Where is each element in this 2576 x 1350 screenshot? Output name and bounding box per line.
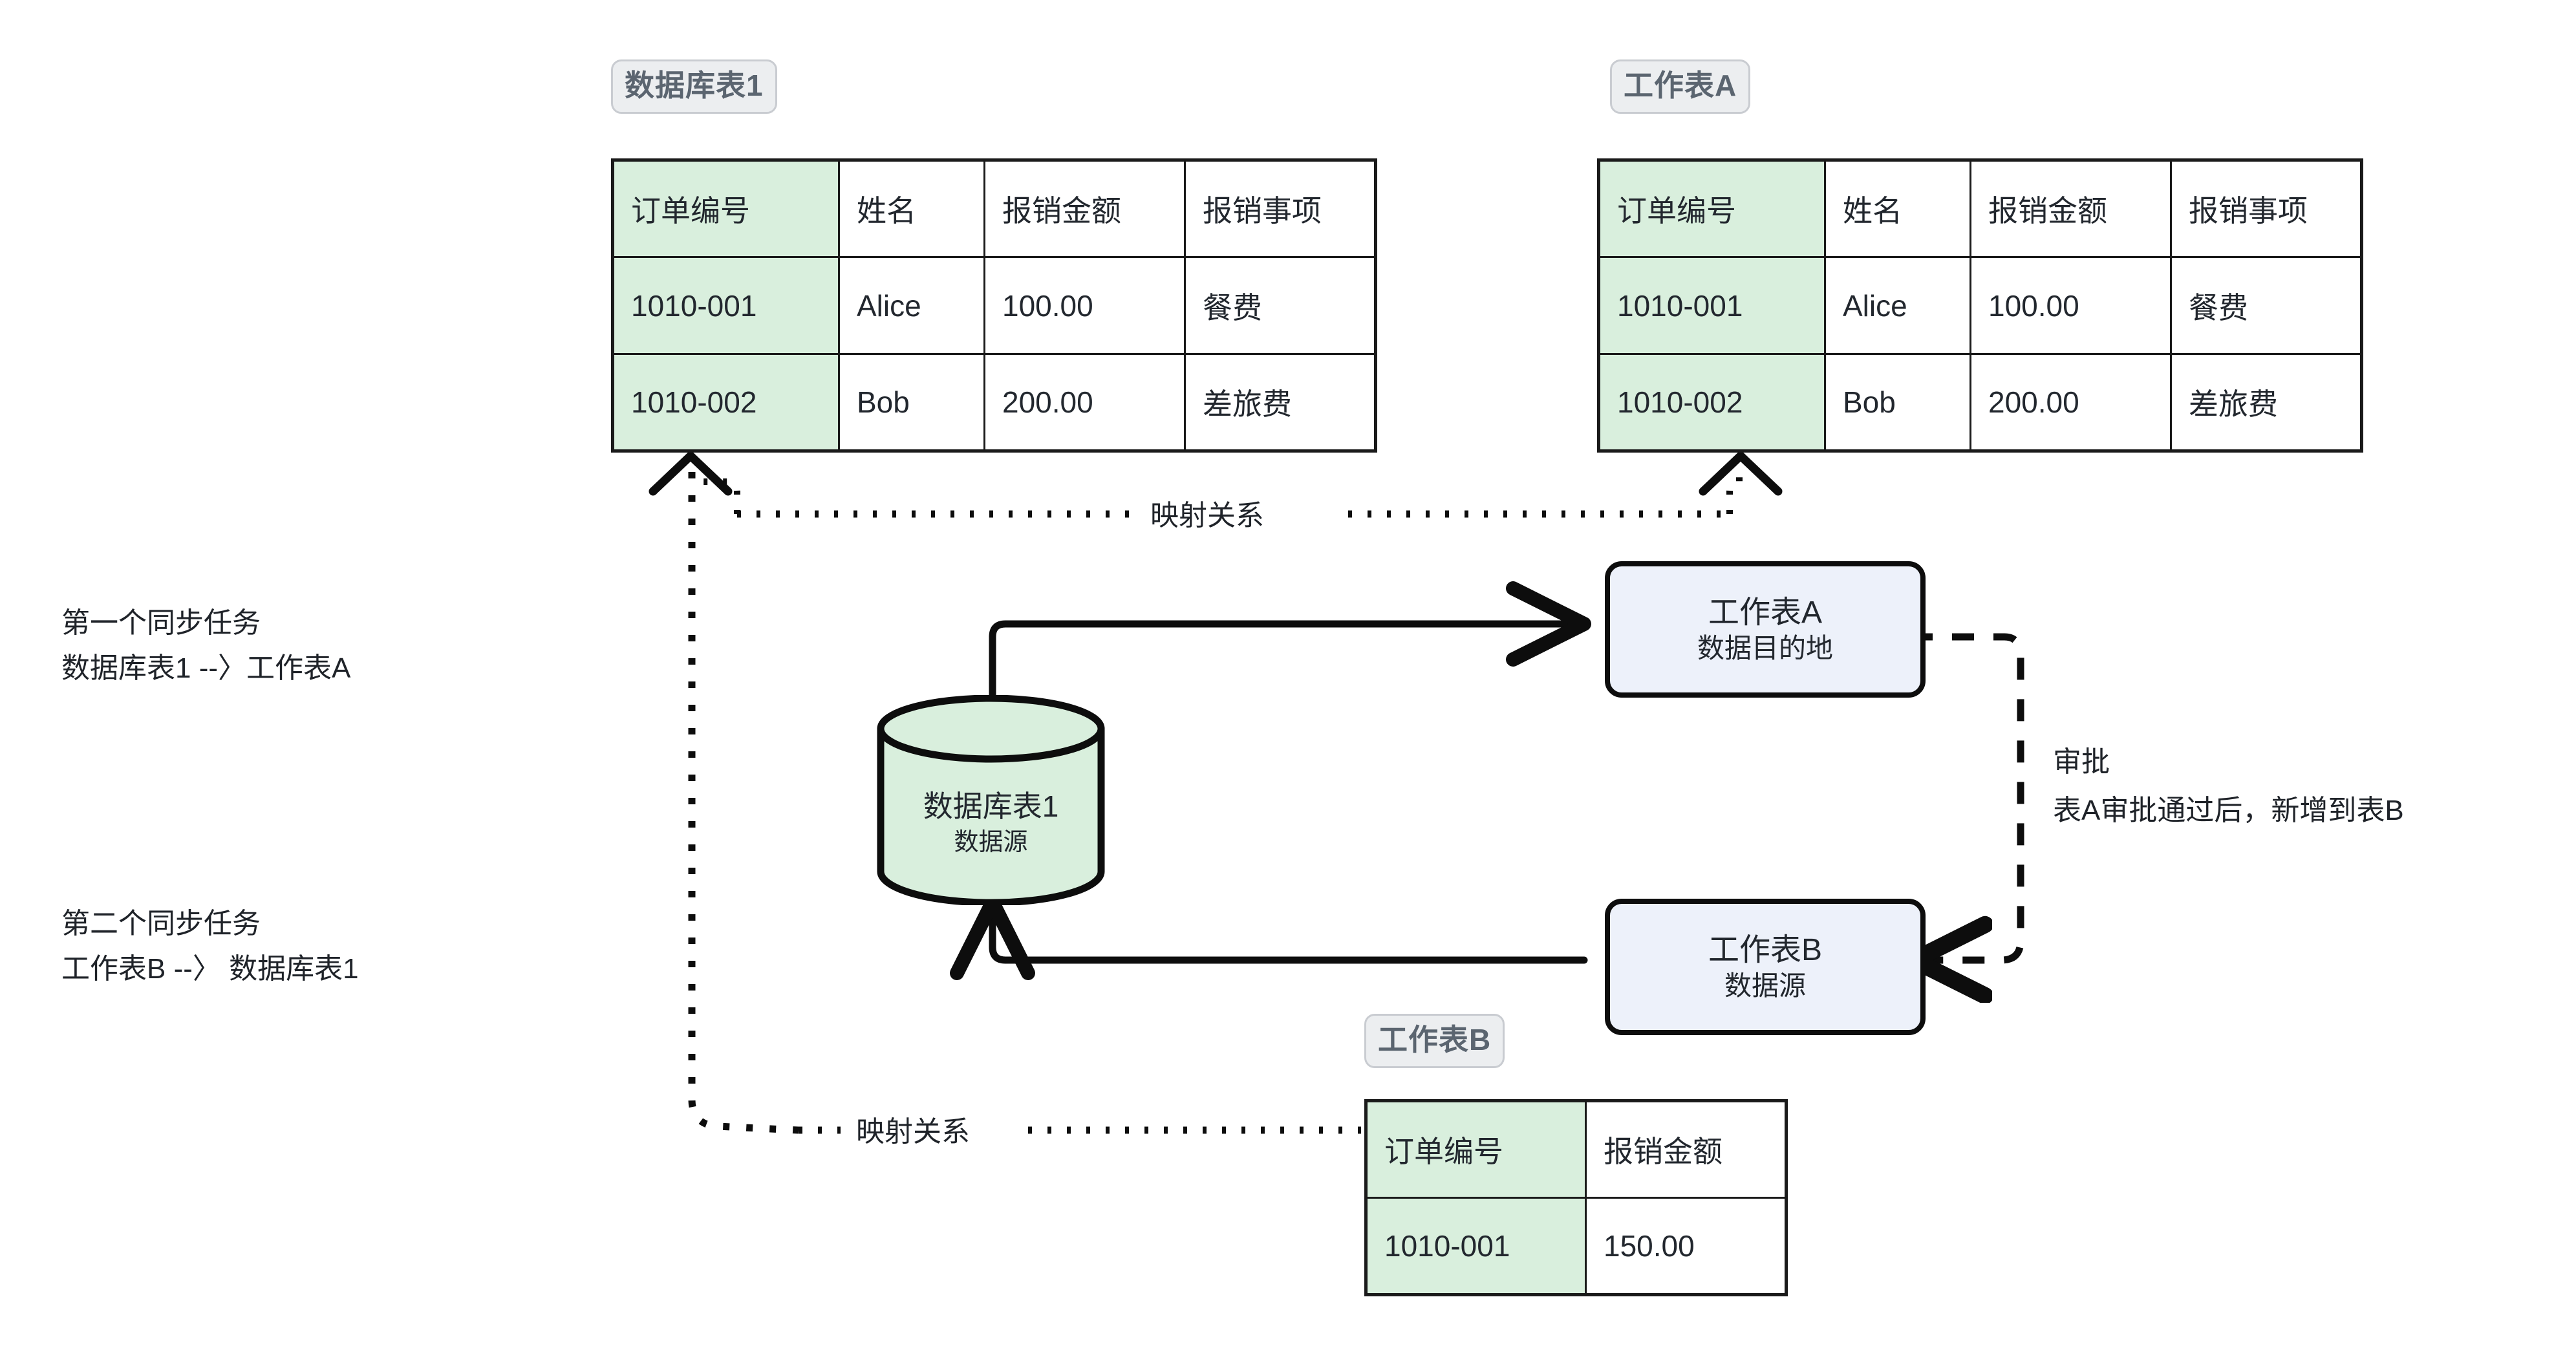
table-cell: 餐费 [1184, 256, 1377, 355]
table-cell: 1010-002 [1598, 353, 1826, 452]
table-cell: 1010-001 [612, 256, 840, 355]
table-cell: 餐费 [2170, 256, 2363, 355]
table-cell: 1010-002 [612, 353, 840, 452]
table-cell: 200.00 [1970, 353, 2172, 452]
badge-worksheet-b: 工作表B [1364, 1014, 1505, 1068]
table-cell: Bob [1824, 353, 1971, 452]
column-header: 报销金额 [1970, 159, 2172, 258]
badge-worksheet-a: 工作表A [1610, 59, 1751, 114]
column-header: 报销事项 [2170, 159, 2363, 258]
edge-mapping-top-right [1726, 469, 1743, 514]
table-header-row: 订单编号 姓名 报销金额 报销事项 [612, 159, 1377, 258]
node-title: 工作表A [1708, 595, 1823, 630]
column-header: 订单编号 [1365, 1100, 1587, 1199]
database-node-title: 数据库表1 [923, 789, 1059, 823]
annotation-approval-line1: 审批 [2053, 746, 2110, 778]
badge-db-table1: 数据库表1 [611, 59, 777, 114]
node-subtitle: 数据源 [1724, 970, 1806, 1001]
table-row: 1010-001 Alice 100.00 餐费 [1598, 256, 2363, 355]
table-cell: 差旅费 [1184, 353, 1377, 452]
column-header: 姓名 [1824, 159, 1971, 258]
annotation-task2-line1: 第二个同步任务 [61, 908, 261, 939]
annotation-task1-line2: 数据库表1 --〉工作表A [61, 652, 351, 684]
table-worksheet-b: 订单编号 报销金额 1010-001 150.00 [1364, 1099, 1788, 1296]
table-worksheet-a: 订单编号 姓名 报销金额 报销事项 1010-001 Alice 100.00 … [1597, 158, 2363, 453]
table-cell: 200.00 [983, 353, 1186, 452]
edge-label-mapping-bottom: 映射关系 [847, 1115, 979, 1149]
column-header: 报销金额 [1585, 1100, 1787, 1199]
cylinder-icon [877, 695, 1105, 905]
annotation-approval-line2: 表A审批通过后，新增到表B [2053, 795, 2404, 826]
database-node-subtitle: 数据源 [954, 828, 1028, 856]
table-cell: 100.00 [983, 256, 1186, 355]
database-cylinder-node: 数据库表1 数据源 [876, 695, 1106, 905]
table-row: 1010-002 Bob 200.00 差旅费 [612, 353, 1377, 452]
column-header: 姓名 [838, 159, 985, 258]
table-cell: Alice [1824, 256, 1971, 355]
table-cell: Alice [838, 256, 985, 355]
table-cell: Bob [838, 353, 985, 452]
table-db-table1: 订单编号 姓名 报销金额 报销事项 1010-001 Alice 100.00 … [611, 158, 1377, 453]
edge-mapping-top-left [689, 472, 740, 514]
table-cell: 1010-001 [1598, 256, 1826, 355]
table-header-row: 订单编号 姓名 报销金额 报销事项 [1598, 159, 2363, 258]
column-header: 订单编号 [612, 159, 840, 258]
edge-label-mapping-top: 映射关系 [1141, 499, 1273, 533]
node-title: 工作表B [1708, 932, 1823, 967]
table-row: 1010-001 Alice 100.00 餐费 [612, 256, 1377, 355]
annotation-task1-line1: 第一个同步任务 [61, 607, 261, 639]
column-header: 报销事项 [1184, 159, 1377, 258]
table-cell: 1010-001 [1365, 1197, 1587, 1296]
arrowhead-into-db-table1 [649, 451, 733, 496]
table-row: 1010-002 Bob 200.00 差旅费 [1598, 353, 2363, 452]
table-cell: 差旅费 [2170, 353, 2363, 452]
arrowhead-into-worksheet-a-table [1699, 451, 1783, 496]
annotation-task2-line2: 工作表B --〉 数据库表1 [61, 953, 359, 985]
node-subtitle: 数据目的地 [1697, 632, 1833, 663]
column-header: 订单编号 [1598, 159, 1826, 258]
table-cell: 150.00 [1585, 1197, 1787, 1296]
column-header: 报销金额 [983, 159, 1186, 258]
edge-mapping-vertical [688, 472, 799, 1134]
edge-approval-a-to-b [1911, 633, 2024, 960]
node-worksheet-b-source: 工作表B 数据源 [1605, 899, 1926, 1035]
table-cell: 100.00 [1970, 256, 2172, 355]
table-header-row: 订单编号 报销金额 [1365, 1100, 1787, 1199]
edge-worksheet-b-to-db [950, 895, 1588, 980]
table-row: 1010-001 150.00 [1365, 1197, 1787, 1296]
node-worksheet-a-destination: 工作表A 数据目的地 [1605, 561, 1926, 698]
